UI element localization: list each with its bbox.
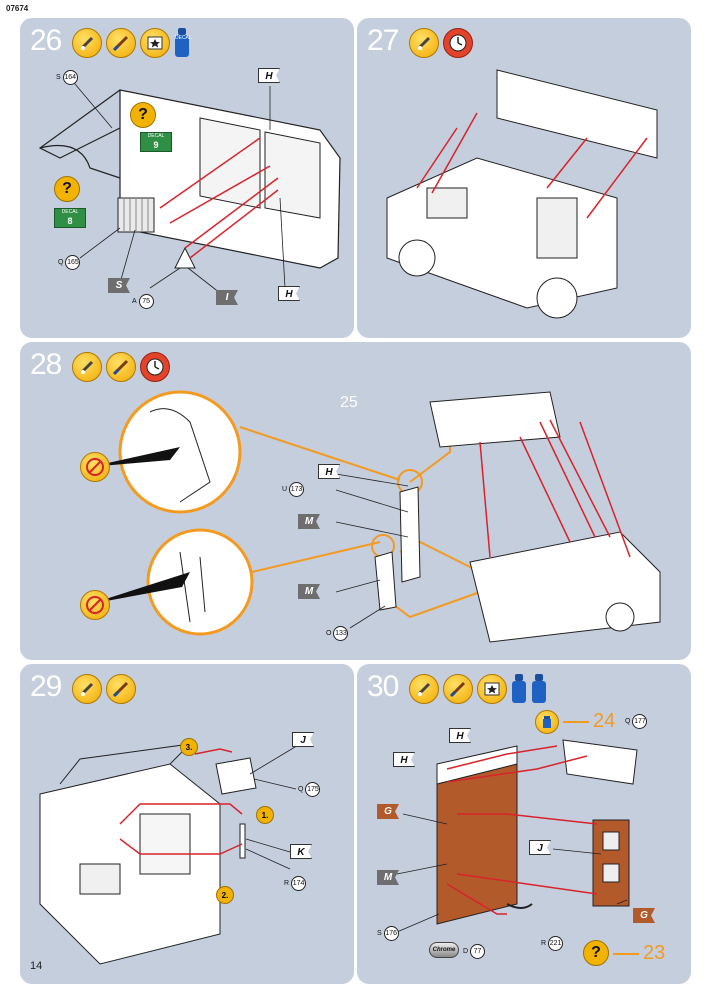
- chrome-label: Chrome: [429, 942, 459, 958]
- doc-code: 07674: [6, 4, 29, 13]
- step-28-icons: [72, 352, 170, 382]
- no-glue-icon: [80, 452, 110, 482]
- step-26-icons: DECAL: [72, 28, 192, 58]
- paint-flag-k: K: [290, 844, 312, 859]
- step-number: 27: [367, 24, 399, 57]
- reference-step-25: 25: [340, 394, 358, 411]
- decal-star-icon: [140, 28, 170, 58]
- step-30-icons: [409, 674, 547, 704]
- glue-drop-icon: [72, 352, 102, 382]
- paint-flag-j: J: [292, 732, 314, 747]
- ref-arrow: [563, 721, 589, 723]
- step-number: 28: [30, 348, 62, 381]
- reference-step-24: 24: [593, 710, 616, 732]
- reference-step-23: 23: [643, 942, 666, 964]
- glue-drop-icon: [72, 28, 102, 58]
- step-27-icons: [409, 28, 473, 58]
- paint-bottle-icon: [511, 674, 527, 704]
- order-step-2: 2.: [216, 886, 234, 904]
- step-number: 26: [30, 24, 62, 57]
- step-28-illustration: [90, 390, 661, 643]
- step-26-illustration: [38, 77, 341, 294]
- step-29-illustration: [39, 743, 301, 965]
- help-question-icon: ?: [583, 940, 609, 966]
- step-27-panel: 27: [357, 18, 691, 338]
- paint-flag-s: S: [108, 278, 130, 293]
- ref-arrow: [613, 953, 639, 955]
- help-question-icon: ?: [130, 102, 156, 128]
- paint-bottle-icon: DECAL: [174, 28, 192, 58]
- step-27-illustration: [386, 69, 658, 319]
- paint-bottle-icon: [531, 674, 547, 704]
- drying-time-clock-icon: [443, 28, 473, 58]
- paint-flag-g: G: [377, 804, 399, 819]
- step-number: 30: [367, 670, 399, 703]
- paint-flag-i: I: [216, 290, 238, 305]
- order-step-3: 3.: [180, 738, 198, 756]
- glue-drop-icon: [72, 674, 102, 704]
- paint-flag-m-2: M: [298, 584, 320, 599]
- glue-drop-icon: [409, 674, 439, 704]
- paint-brush-icon: [106, 674, 136, 704]
- no-glue-icon: [80, 590, 110, 620]
- paint-brush-icon: [106, 28, 136, 58]
- order-step-1: 1.: [256, 806, 274, 824]
- page-number: 14: [30, 960, 43, 972]
- step-29-icons: [72, 674, 136, 704]
- step-number: 29: [30, 670, 62, 703]
- help-question-icon-2: ?: [54, 176, 80, 202]
- paint-flag-g-2: G: [633, 908, 655, 923]
- drying-time-clock-icon: [140, 352, 170, 382]
- paint-brush-icon: [106, 352, 136, 382]
- paint-bottle-icon: [535, 710, 559, 734]
- step-30-illustration: [396, 739, 638, 933]
- paint-flag-m: M: [298, 514, 320, 529]
- glue-drop-icon: [409, 28, 439, 58]
- paint-flag-m: M: [377, 870, 399, 885]
- decal-star-icon: [477, 674, 507, 704]
- paint-brush-icon: [443, 674, 473, 704]
